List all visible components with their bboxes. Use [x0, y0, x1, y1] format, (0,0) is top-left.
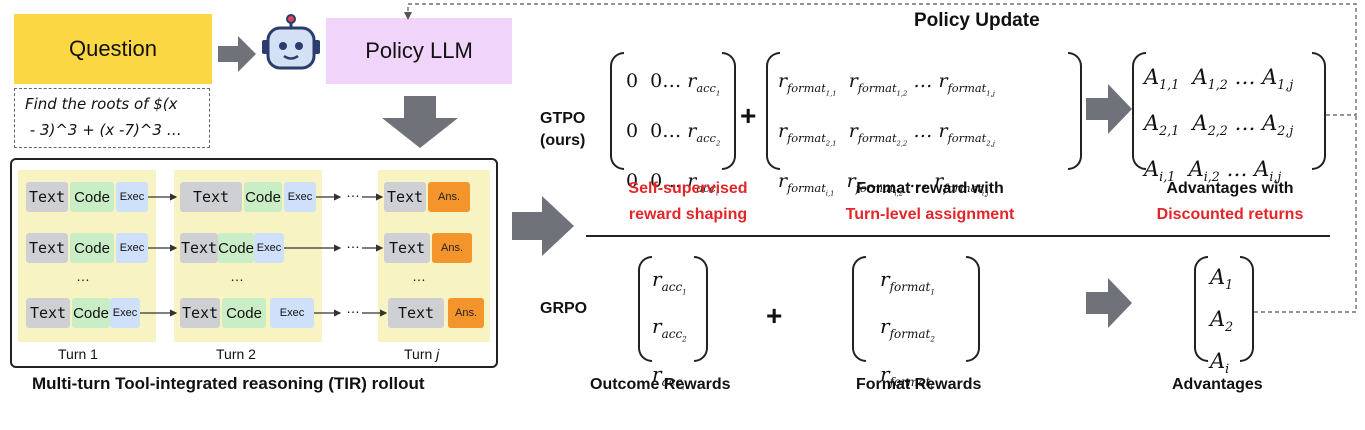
answer-cell: Ans.	[432, 233, 472, 263]
turn-1-label: Turn 1	[58, 346, 98, 362]
exec-cell: Exec	[284, 182, 316, 212]
question-box: Question	[14, 14, 212, 84]
rollout-caption: Multi-turn Tool-integrated reasoning (TI…	[32, 374, 425, 393]
text-cell: Text	[26, 182, 68, 212]
rollout-box	[10, 158, 498, 368]
block-arrow-icon	[218, 36, 256, 72]
grpo-label-2: Format Rewards	[856, 376, 982, 393]
grpo-acc-vector: racc1 racc2 racci	[652, 267, 687, 392]
ellipsis: …	[346, 184, 360, 200]
grpo-label: GRPO	[540, 300, 588, 317]
matrix-bracket	[1068, 52, 1082, 170]
code-cell: Code	[70, 182, 114, 212]
gtpo-advantage-matrix: A1,1 A1,2 … A1,j A2,1 A2,2 … A2,j Ai,1 A…	[1144, 65, 1294, 185]
matrix-bracket	[610, 52, 624, 170]
grpo-label-3: Advantages	[1172, 376, 1263, 393]
text-cell: Text	[384, 233, 430, 263]
block-arrow-icon	[382, 96, 458, 148]
block-arrow-icon	[512, 196, 574, 256]
exec-cell: Exec	[270, 298, 314, 328]
policy-llm-box: Policy LLM	[326, 18, 512, 84]
code-cell: Code	[72, 298, 110, 328]
grpo-advantage-vector: A1 A2 Ai	[1210, 265, 1234, 377]
gtpo-label-3: Advantages with Discounted returns	[1156, 180, 1304, 223]
text-cell: Text	[26, 298, 70, 328]
matrix-bracket	[1240, 256, 1254, 362]
matrix-bracket	[966, 256, 980, 362]
gtpo-label-1: Self-supervised reward shaping	[628, 180, 748, 223]
answer-cell: Ans.	[448, 298, 484, 328]
matrix-bracket	[1194, 256, 1208, 362]
grpo-format-vector: rformat1 rformat2 rformati	[880, 267, 935, 392]
matrix-bracket	[694, 256, 708, 362]
text-cell: Text	[180, 233, 218, 263]
block-arrow-icon	[1086, 84, 1132, 134]
divider	[586, 235, 1330, 237]
text-cell: Text	[388, 298, 444, 328]
matrix-bracket	[1312, 52, 1326, 170]
robot-icon	[262, 14, 320, 70]
text-cell: Text	[180, 182, 242, 212]
policy-update-title: Policy Update	[914, 10, 1040, 31]
gtpo-acc-matrix: 0 0… racc1 0 0… racc2 0 0… racci	[626, 70, 721, 198]
text-cell: Text	[26, 233, 68, 263]
ellipsis: …	[76, 268, 90, 284]
matrix-bracket	[722, 52, 736, 170]
text-cell: Text	[384, 182, 426, 212]
ellipsis: …	[346, 235, 360, 251]
exec-cell: Exec	[110, 298, 140, 328]
matrix-bracket	[852, 256, 866, 362]
text-cell: Text	[180, 298, 220, 328]
exec-cell: Exec	[116, 233, 148, 263]
gtpo-format-matrix: rformat1,1 rformat1,2 … rformat1,j rform…	[778, 70, 995, 198]
code-cell: Code	[218, 233, 254, 263]
question-text: Find the roots of $(x - 3)^3 + (x -7)^3 …	[14, 88, 210, 148]
turn-j-label: Turn j	[404, 346, 440, 362]
answer-cell: Ans.	[428, 182, 470, 212]
turn-2-label: Turn 2	[216, 346, 256, 362]
code-cell: Code	[222, 298, 266, 328]
ellipsis: …	[346, 300, 360, 316]
rollout-connectors	[140, 193, 388, 317]
ellipsis: …	[412, 268, 426, 284]
exec-cell: Exec	[254, 233, 284, 263]
ellipsis: …	[230, 268, 244, 284]
matrix-bracket	[638, 256, 652, 362]
code-cell: Code	[70, 233, 114, 263]
exec-cell: Exec	[116, 182, 148, 212]
code-cell: Code	[244, 182, 282, 212]
plus-sign: +	[766, 300, 783, 331]
gtpo-label-2: Format reward with Turn-level assignment	[845, 180, 1015, 223]
gtpo-label: GTPO (ours)	[540, 110, 586, 149]
plus-sign: +	[740, 100, 757, 131]
block-arrow-icon	[1086, 278, 1132, 328]
grpo-label-1: Outcome Rewards	[590, 376, 731, 393]
